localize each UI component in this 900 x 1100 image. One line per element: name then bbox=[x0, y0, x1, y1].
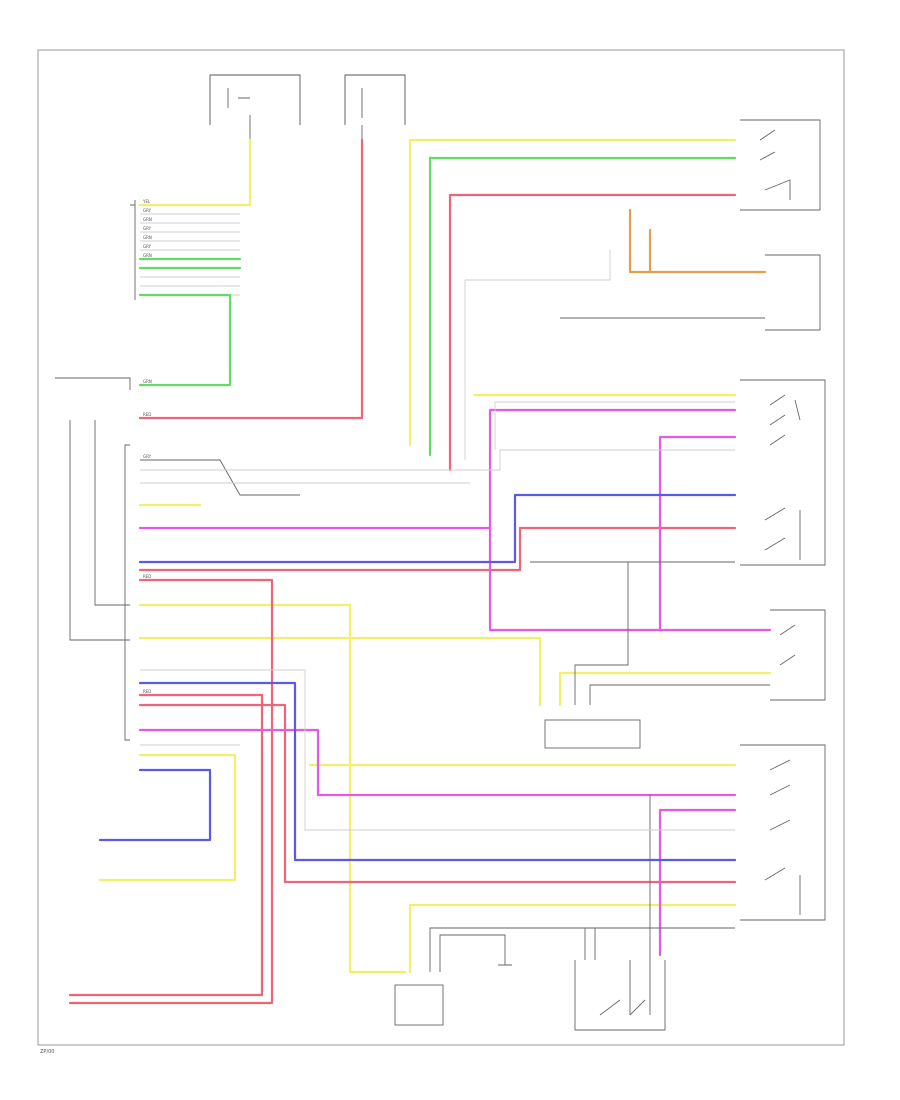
wire-magenta-loop bbox=[488, 435, 737, 632]
wire-code-2: GRY bbox=[143, 208, 152, 213]
left-rear-door-lock-actuator bbox=[544, 719, 641, 749]
wire-orange-tailgate bbox=[628, 208, 767, 274]
wire-magenta-rr-lock bbox=[658, 808, 737, 957]
wire-magenta-left-door bbox=[138, 408, 737, 530]
switch-contacts bbox=[759, 129, 801, 915]
left-rear-lock-motor-box bbox=[770, 609, 826, 701]
junction-module-outline bbox=[124, 444, 130, 741]
wire-red-rr-switch bbox=[138, 703, 737, 884]
wire-code-1: YEL bbox=[142, 199, 151, 204]
wire-code-5: GRN bbox=[143, 235, 152, 240]
wire-yellow-left-module bbox=[138, 138, 252, 207]
right-rear-door-switch-box bbox=[740, 744, 826, 921]
wire-green-top bbox=[428, 156, 737, 457]
gray-wires bbox=[140, 317, 770, 1015]
wire-code-4: GRY bbox=[143, 226, 152, 231]
junction-module-left-wires bbox=[69, 420, 130, 641]
pale-wires bbox=[140, 250, 735, 831]
wire-red-fuse bbox=[138, 138, 364, 420]
wire-magenta-right-door bbox=[138, 728, 737, 797]
wire-red-tailgate bbox=[448, 193, 737, 472]
wire-yellow-to-rr-actuator bbox=[138, 603, 407, 974]
wire-blue-lower-left bbox=[98, 768, 212, 842]
wire-yellow-top bbox=[408, 138, 737, 447]
module-label-bracket bbox=[55, 377, 131, 390]
wire-code-6: GRY bbox=[143, 244, 152, 249]
diagram-frame bbox=[37, 49, 845, 1046]
wire-code-9: RED bbox=[143, 574, 151, 579]
fuse-box-left bbox=[209, 74, 301, 125]
wire-blue-right-door bbox=[138, 681, 737, 862]
wire-red-module-down bbox=[68, 578, 274, 1005]
wire-yellow-rr-switch bbox=[408, 903, 737, 974]
wire-yellow-lr-lock bbox=[558, 671, 772, 707]
tailgate-switch-box bbox=[740, 119, 821, 211]
wire-code-3: GRN bbox=[143, 217, 152, 222]
wire-red-left-door bbox=[138, 526, 737, 572]
fuse-box-right bbox=[344, 74, 406, 125]
central-module-connector bbox=[130, 200, 240, 300]
wire-red-module-down-2 bbox=[68, 693, 264, 997]
wire-blue-left-door bbox=[138, 493, 737, 564]
wire-code-12: RED bbox=[143, 689, 151, 694]
wire-code-10: GRN bbox=[143, 379, 152, 384]
wire-yellow-to-lr-actuator bbox=[138, 636, 542, 707]
footer-code: ZP/00 bbox=[40, 1049, 55, 1055]
tailgate-handle-box bbox=[765, 254, 821, 331]
right-rear-door-lock-actuator bbox=[394, 984, 444, 1026]
wire-code-8: RED bbox=[143, 412, 151, 417]
wire-green-module-3 bbox=[138, 293, 232, 387]
wire-code-labels: YEL GRY GRN GRY GRN GRY GRN RED RED GRN … bbox=[142, 199, 152, 694]
wire-code-11: GRY bbox=[143, 454, 152, 459]
right-rear-lock-switch bbox=[574, 960, 666, 1031]
fuse-box-left-inner bbox=[227, 88, 251, 140]
left-rear-door-switch-box bbox=[740, 379, 826, 566]
wire-yellow-right-door bbox=[98, 753, 237, 882]
wire-code-7: GRN bbox=[143, 253, 152, 258]
ground-symbol bbox=[498, 955, 512, 966]
